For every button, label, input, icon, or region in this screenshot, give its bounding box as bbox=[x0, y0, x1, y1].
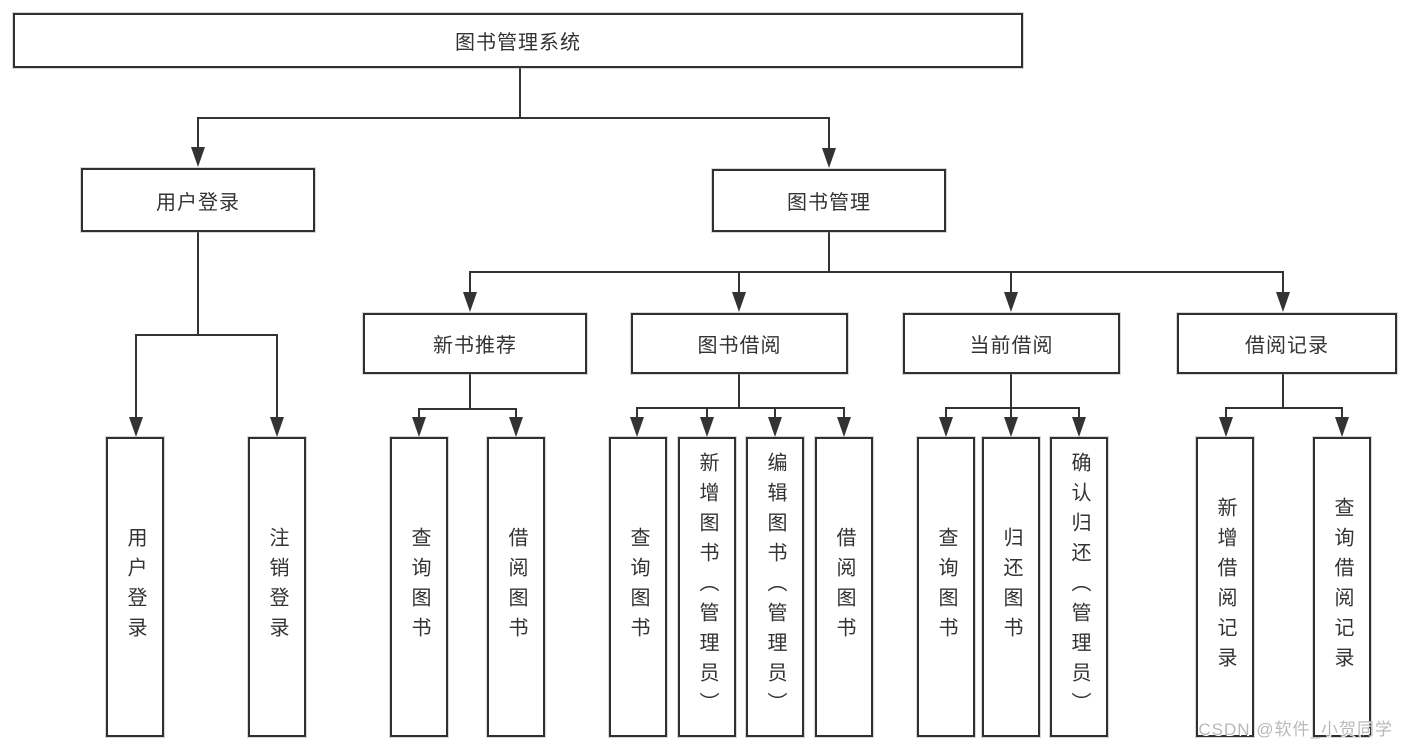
connector-book-mgmt-children bbox=[463, 231, 1290, 312]
connector-book-borrow-children bbox=[630, 373, 851, 437]
leaf-add-books-admin-label: 新增图书（管理员） bbox=[696, 452, 718, 722]
leaf-borrow-books-2-label: 借阅图书 bbox=[833, 527, 855, 647]
node-library-management-system: 图书管理系统 bbox=[13, 13, 1023, 68]
leaf-return-books: 归还图书 bbox=[982, 437, 1040, 737]
node-user-login: 用户登录 bbox=[81, 168, 315, 232]
connector-user-login-children bbox=[129, 231, 284, 437]
node-new-book-recommendation: 新书推荐 bbox=[363, 313, 587, 374]
leaf-borrow-books-1: 借阅图书 bbox=[487, 437, 545, 737]
leaf-query-books-2: 查询图书 bbox=[609, 437, 667, 737]
node-book-borrowing: 图书借阅 bbox=[631, 313, 848, 374]
leaf-logout: 注销登录 bbox=[248, 437, 306, 737]
connector-root-to-level2 bbox=[191, 67, 836, 168]
leaf-edit-books-admin: 编辑图书（管理员） bbox=[746, 437, 804, 737]
leaf-borrow-books-2: 借阅图书 bbox=[815, 437, 873, 737]
leaf-query-borrow-record: 查询借阅记录 bbox=[1313, 437, 1371, 737]
leaf-query-borrow-record-label: 查询借阅记录 bbox=[1331, 497, 1353, 677]
leaf-user-login-label: 用户登录 bbox=[124, 527, 146, 647]
node-borrowing-records: 借阅记录 bbox=[1177, 313, 1397, 374]
node-book-management: 图书管理 bbox=[712, 169, 946, 232]
leaf-confirm-return-admin-label: 确认归还（管理员） bbox=[1068, 452, 1090, 722]
connector-new-book-rec-children bbox=[412, 373, 523, 437]
node-current-borrowing: 当前借阅 bbox=[903, 313, 1120, 374]
leaf-query-books-2-label: 查询图书 bbox=[627, 527, 649, 647]
leaf-edit-books-admin-label: 编辑图书（管理员） bbox=[764, 452, 786, 722]
leaf-query-books-3-label: 查询图书 bbox=[935, 527, 957, 647]
connector-borrow-records-children bbox=[1219, 373, 1349, 437]
leaf-query-books-1-label: 查询图书 bbox=[408, 527, 430, 647]
leaf-query-books-3: 查询图书 bbox=[917, 437, 975, 737]
leaf-user-login: 用户登录 bbox=[106, 437, 164, 737]
leaf-add-books-admin: 新增图书（管理员） bbox=[678, 437, 736, 737]
leaf-logout-label: 注销登录 bbox=[266, 527, 288, 647]
leaf-borrow-books-1-label: 借阅图书 bbox=[505, 527, 527, 647]
leaf-confirm-return-admin: 确认归还（管理员） bbox=[1050, 437, 1108, 737]
leaf-query-books-1: 查询图书 bbox=[390, 437, 448, 737]
leaf-return-books-label: 归还图书 bbox=[1000, 527, 1022, 647]
leaf-add-borrow-record-label: 新增借阅记录 bbox=[1214, 497, 1236, 677]
connector-current-borrow-children bbox=[939, 373, 1086, 437]
csdn-watermark: CSDN @软件_小贺同学 bbox=[1198, 720, 1393, 739]
leaf-add-borrow-record: 新增借阅记录 bbox=[1196, 437, 1254, 737]
